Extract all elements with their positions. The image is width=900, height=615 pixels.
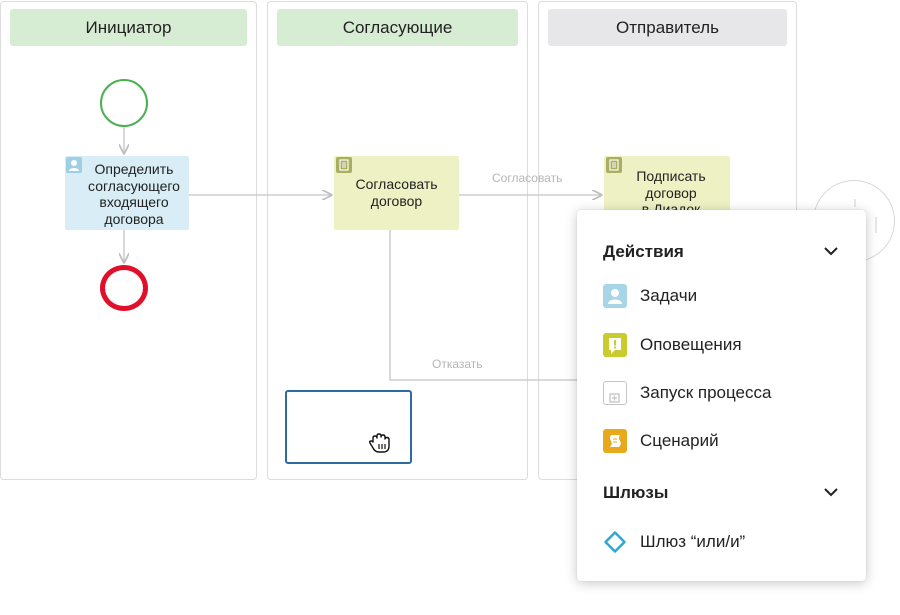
drop-placeholder[interactable] (285, 390, 412, 464)
palette-item-script[interactable]: Сценарий (603, 427, 843, 455)
palette-item-tasks[interactable]: Задачи (603, 282, 843, 310)
task-determine-line-2: согласующего (88, 177, 180, 194)
user-icon (66, 157, 82, 173)
task-sign-line-2: договор (645, 184, 697, 201)
actions-section-title: Действия (603, 242, 684, 261)
palette-item-tasks-label: Задачи (640, 286, 698, 305)
lane-initiator: Инициатор (0, 1, 257, 480)
task-approve-line-1: Согласовать (355, 176, 438, 192)
flow-label-reject: Отказать (432, 357, 483, 371)
palette-item-gateway-or-and[interactable]: Шлюз “или/и” (603, 528, 843, 556)
user-icon (603, 284, 627, 308)
script-icon (603, 429, 627, 453)
gateways-section-header[interactable]: Шлюзы (603, 481, 840, 505)
chevron-down-icon[interactable] (822, 485, 840, 499)
lane-title-initiator: Инициатор (10, 9, 247, 46)
task-determine-line-4: договора (104, 210, 164, 227)
palette-item-notifications[interactable]: Оповещения (603, 331, 843, 359)
task-approve-contract[interactable]: Согласовать договор (334, 156, 459, 230)
grab-cursor-icon (367, 430, 393, 456)
palette-item-script-label: Сценарий (640, 431, 719, 450)
document-icon (336, 157, 352, 173)
flow-label-approve: Согласовать (492, 171, 563, 185)
diamond-icon (603, 530, 627, 554)
palette-item-gateway-label: Шлюз “или/и” (640, 532, 746, 551)
exclamation-icon (603, 333, 627, 357)
task-sign-line-1: Подписать (636, 168, 706, 184)
lane-title-sender: Отправитель (548, 9, 787, 46)
task-sign-contract[interactable]: Подписать договор в Диадок (604, 156, 730, 212)
start-event[interactable] (100, 79, 148, 127)
task-approve-line-2: договор (370, 192, 423, 209)
task-determine-approver[interactable]: Определить согласующего входящего догово… (65, 156, 189, 230)
palette-item-launch-process[interactable]: Запуск процесса (603, 379, 843, 407)
chevron-down-icon[interactable] (822, 244, 840, 258)
palette-item-launch-process-label: Запуск процесса (640, 383, 772, 402)
actions-section-header[interactable]: Действия (603, 240, 840, 264)
elements-palette: Действия Задачи Оповещения Запуск процес… (577, 210, 866, 581)
gateways-section-title: Шлюзы (603, 483, 669, 502)
task-determine-line-3: входящего (99, 194, 169, 210)
lane-title-approvers: Согласующие (277, 9, 518, 46)
end-event[interactable] (100, 265, 148, 311)
task-determine-line-1: Определить (94, 161, 174, 177)
document-icon (606, 157, 622, 173)
subprocess-icon (603, 381, 627, 405)
task-sign-line-3: в Диадок (641, 201, 701, 212)
palette-item-notifications-label: Оповещения (640, 335, 742, 354)
